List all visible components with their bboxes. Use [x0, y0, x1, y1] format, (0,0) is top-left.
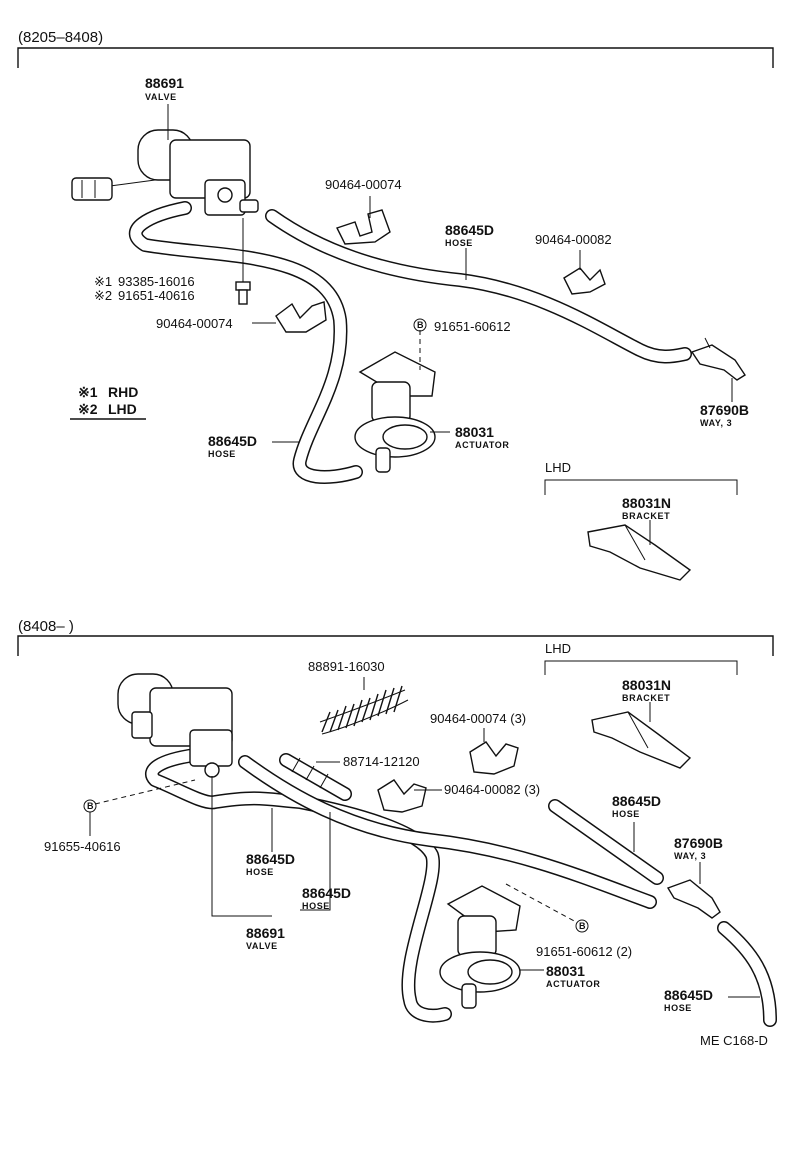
clip-c-drawing: [275, 301, 327, 333]
way3-number: 87690B: [700, 402, 749, 418]
valve-2-number: 88691: [246, 925, 285, 941]
valve-2-name: VALVE: [246, 941, 278, 951]
actuator-name: ACTUATOR: [455, 440, 509, 450]
actuator-2-drawing: [439, 885, 521, 1009]
sleeve-drawing: [279, 753, 352, 801]
hose-mid2-number: 88645D: [302, 885, 351, 901]
hose-left-number: 88645D: [208, 433, 257, 449]
bracket-drawing: [587, 524, 692, 581]
bolt-2-number: 91651-40616: [118, 288, 195, 303]
protector-number: 88891-16030: [308, 659, 385, 674]
actuator-2-name: ACTUATOR: [546, 979, 600, 989]
bolt-left-number: 91655-40616: [44, 839, 121, 854]
valve-drawing: [71, 129, 259, 216]
section-2: (8408– ) LHD: [17, 618, 777, 1027]
way3-name: WAY, 3: [700, 418, 732, 428]
figure-code: ME C168-D: [700, 1033, 768, 1048]
section-1-range: (8205–8408): [18, 29, 103, 46]
sleeve-number: 88714-12120: [343, 754, 420, 769]
clip-b-drawing: [563, 267, 606, 295]
way3-drawing: [690, 337, 746, 381]
hose-top-drawing: [265, 209, 692, 364]
bolt-left-leader: [94, 779, 196, 805]
protector-drawing: [319, 685, 409, 735]
way3-2-drawing: [666, 879, 721, 919]
hose-right-name: HOSE: [612, 809, 640, 819]
bolt-right-leader: [505, 883, 577, 923]
bracket-name: BRACKET: [622, 511, 670, 521]
actuator-2-number: 88031: [546, 963, 585, 979]
legend-2-mark: ※2: [78, 401, 98, 417]
section-2-range: (8408– ): [18, 618, 74, 635]
legend-1-mark: ※1: [78, 384, 98, 400]
section-1-lhd-label: LHD: [545, 460, 571, 475]
way3-2-name: WAY, 3: [674, 851, 706, 861]
section-2-bracket-line: [17, 635, 774, 656]
legend-1-label: RHD: [108, 384, 138, 400]
hose-left-name: HOSE: [208, 449, 236, 459]
hose-mid2-leader: [300, 812, 331, 911]
bolt-right-number: 91651-60612 (2): [536, 944, 632, 959]
clip-b-number: 90464-00082: [535, 232, 612, 247]
hose-bottom-name: HOSE: [664, 1003, 692, 1013]
section-1: (8205–8408): [17, 29, 774, 581]
way3-2-number: 87690B: [674, 835, 723, 851]
valve-2-drawing: [117, 673, 233, 778]
section-2-lhd-bracket-line: [544, 660, 738, 675]
bracket-2-name: BRACKET: [622, 693, 670, 703]
hose-bottom-number: 88645D: [664, 987, 713, 1003]
legend-2-label: LHD: [108, 401, 137, 417]
clip-c-number: 90464-00074: [156, 316, 233, 331]
valve-name: VALVE: [145, 92, 177, 102]
clip-a-number: 90464-00074: [325, 177, 402, 192]
hose-right-number: 88645D: [612, 793, 661, 809]
bolt-drawing: [235, 281, 251, 305]
hose-mid1-name: HOSE: [246, 867, 274, 877]
hose-left-drawing: [129, 201, 363, 484]
hose-mid2-name: HOSE: [302, 901, 330, 911]
hose-mid1-number: 88645D: [246, 851, 295, 867]
clip-2b-drawing: [377, 779, 427, 813]
section-1-lhd-bracket-line: [544, 479, 738, 495]
clip-2a-number: 90464-00074 (3): [430, 711, 526, 726]
connector-plug: [71, 177, 113, 201]
hose-bottom-drawing: [717, 921, 777, 1027]
hose-long-drawing: [238, 755, 657, 909]
hose-right-drawing: [548, 799, 664, 885]
bracket-2-number: 88031N: [622, 677, 671, 693]
bolt-right-marker: [575, 919, 589, 933]
bracket-2-drawing: [591, 711, 692, 769]
section-1-bracket-line: [17, 47, 774, 68]
bolt-right-mark: B: [579, 921, 586, 931]
hose-top-number: 88645D: [445, 222, 494, 238]
bolt-1-number: 93385-16016: [118, 274, 195, 289]
bolt-b-mark: B: [417, 320, 424, 330]
valve-number: 88691: [145, 75, 184, 91]
section-2-lhd-label: LHD: [545, 641, 571, 656]
bolt-2-mark: ※2: [94, 288, 112, 303]
bolt-left-mark: B: [87, 801, 94, 811]
actuator-number: 88031: [455, 424, 494, 440]
bolt-left-marker: [83, 799, 97, 813]
valve-2-leader: [211, 776, 272, 917]
clip-2a-drawing: [469, 741, 519, 775]
bracket-number: 88031N: [622, 495, 671, 511]
clip-2b-number: 90464-00082 (3): [444, 782, 540, 797]
bolt-b-number: 91651-60612: [434, 319, 511, 334]
bolt-b-marker: [413, 318, 427, 332]
clip-a-drawing: [336, 209, 391, 245]
bolt-1-mark: ※1: [94, 274, 112, 289]
actuator-drawing: [354, 351, 436, 473]
hose-top-name: HOSE: [445, 238, 473, 248]
